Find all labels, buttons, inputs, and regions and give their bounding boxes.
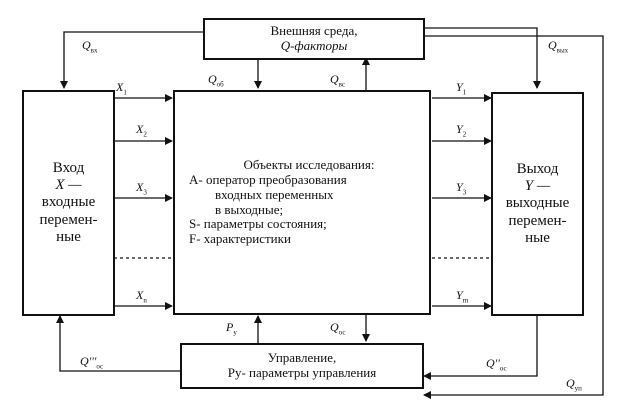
control-subtitle: Py- параметры управления (227, 365, 377, 380)
label-q-ob: Qоб (208, 72, 224, 89)
q-out-arrow (425, 27, 541, 89)
control-title: Управление, (267, 350, 337, 366)
environment-title: Внешняя среда, (270, 23, 358, 39)
label-q-in: Qвх (82, 38, 98, 55)
output-box: Выход Y — выходные перемен- ные (491, 92, 584, 316)
label-y2: Y2 (456, 122, 467, 139)
output-title: Выход (516, 160, 559, 177)
label-q-os2: Q''ос (486, 356, 507, 373)
input-variable: X — (55, 177, 82, 194)
environment-subtitle: Q-факторы (280, 38, 348, 53)
q-os2-arrow (423, 316, 538, 380)
label-y3: Y3 (456, 180, 467, 197)
label-x3: X3 (136, 180, 147, 197)
q-up-arrow (423, 35, 604, 399)
output-text-line: ные (525, 229, 550, 246)
control-box: Управление, Py- параметры управления (180, 343, 424, 389)
label-xn: Xn (136, 288, 147, 305)
input-text-line: ные (56, 228, 81, 245)
label-x2: X2 (136, 122, 147, 139)
input-title: Вход (52, 159, 85, 176)
input-text-line: входные (41, 194, 96, 211)
label-q-vs: Qвс (330, 72, 346, 89)
research-objects-box: Объекты исследования: A- оператор преобр… (173, 90, 431, 315)
label-q-out: Qвых (548, 38, 569, 55)
input-box: Вход X — входные перемен- ные (22, 90, 115, 316)
label-ym: Ym (456, 288, 469, 305)
center-title: Объекты исследования: (243, 156, 375, 172)
label-py: Py (226, 320, 237, 337)
label-q-up: Qуп (566, 376, 582, 393)
label-q-os3: Q'''ос (80, 354, 104, 371)
label-x1: X1 (116, 80, 127, 97)
label-y1: Y1 (456, 80, 467, 97)
center-line-a: A- оператор преобразования (189, 171, 347, 187)
label-q-os: Qос (330, 320, 346, 337)
environment-box: Внешняя среда, Q-факторы (203, 18, 425, 60)
center-line: входных переменных (215, 186, 334, 202)
input-text-line: перемен- (39, 211, 98, 228)
q-in-arrow (60, 31, 203, 89)
output-text-line: перемен- (508, 212, 567, 229)
output-variable: Y — (524, 178, 551, 195)
center-line-s: S- параметры состояния; (189, 216, 327, 232)
center-line-f: F- характеристики (189, 231, 291, 247)
output-text-line: выходные (505, 195, 570, 212)
q-os3-arrow (56, 315, 180, 372)
center-line: в выходные; (215, 201, 284, 217)
